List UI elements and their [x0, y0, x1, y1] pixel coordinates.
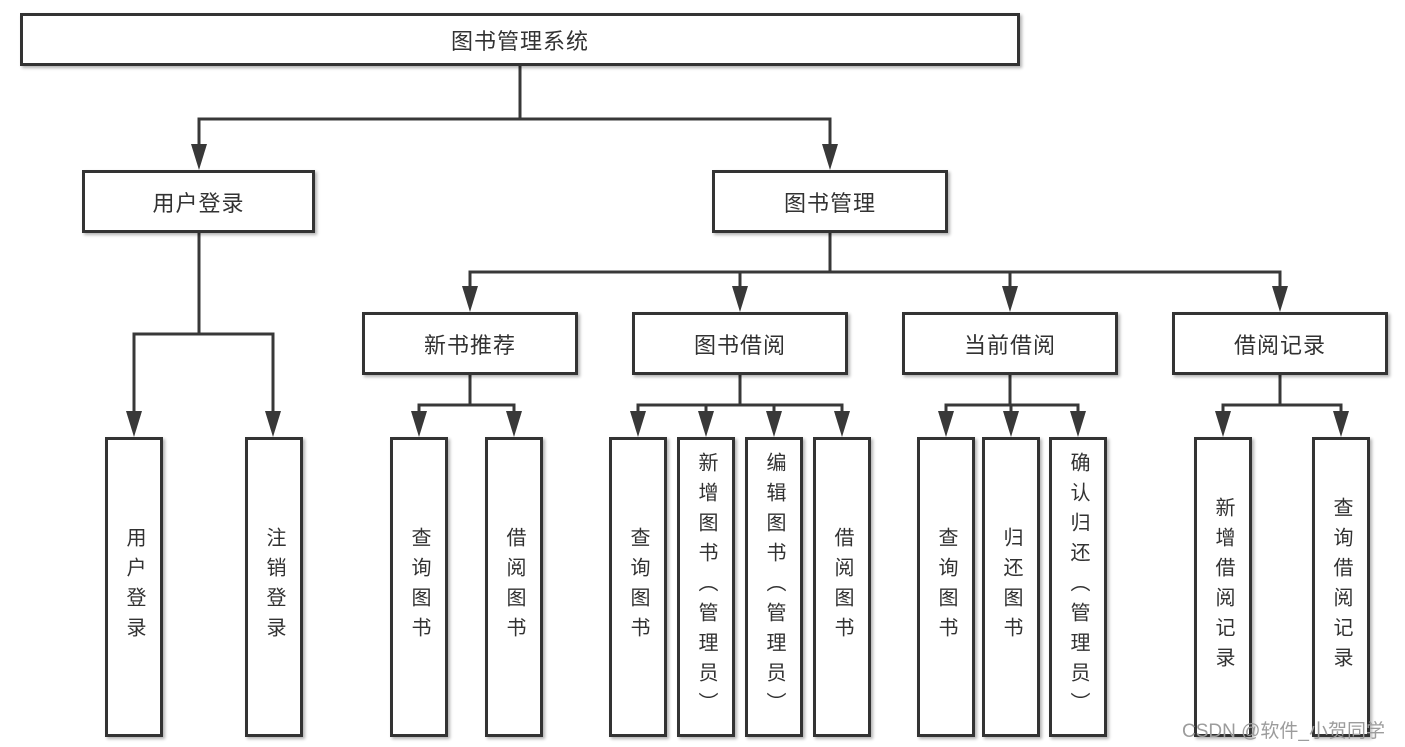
- node-label: 注销登录: [263, 527, 285, 647]
- node-label: 新书推荐: [423, 332, 516, 358]
- leaf-recommend-borrow-books: 借阅图书: [485, 437, 543, 737]
- connector-records-branch: [1215, 375, 1349, 437]
- node-label: 查询图书: [935, 527, 957, 647]
- leaf-current-query-books: 查询图书: [917, 437, 975, 737]
- node-label: 确认归还（管理员）: [1067, 452, 1089, 722]
- node-label: 图书管理系统: [450, 28, 589, 54]
- node-label: 查询图书: [408, 527, 430, 647]
- leaf-records-query-record: 查询借阅记录: [1312, 437, 1370, 737]
- node-label: 查询借阅记录: [1330, 497, 1352, 677]
- node-new-book-recommendation: 新书推荐: [362, 312, 578, 375]
- leaf-records-add-record: 新增借阅记录: [1194, 437, 1252, 737]
- connector-borrow-branch: [630, 375, 850, 437]
- node-label: 图书管理: [783, 190, 876, 216]
- node-label: 图书借阅: [693, 332, 786, 358]
- node-label: 新增借阅记录: [1212, 497, 1234, 677]
- leaf-recommend-query-books: 查询图书: [390, 437, 448, 737]
- csdn-watermark: CSDN @软件_小贺同学: [1182, 721, 1385, 742]
- connector-mgmt-to-level3: [462, 233, 1288, 312]
- leaf-borrow-add-books-admin: 新增图书（管理员）: [677, 437, 735, 737]
- connector-login-branch: [126, 233, 281, 437]
- node-label: 新增图书（管理员）: [695, 452, 717, 722]
- node-label: 用户登录: [123, 527, 145, 647]
- node-label: 借阅记录: [1233, 332, 1326, 358]
- node-label: 借阅图书: [503, 527, 525, 647]
- node-user-login: 用户登录: [82, 170, 315, 233]
- connector-current-branch: [938, 375, 1086, 437]
- node-label: 当前借阅: [963, 332, 1056, 358]
- node-book-management: 图书管理: [712, 170, 948, 233]
- connector-recommend-branch: [411, 375, 522, 437]
- leaf-current-return-books: 归还图书: [982, 437, 1040, 737]
- node-label: 用户登录: [152, 190, 245, 216]
- node-library-management-system: 图书管理系统: [20, 13, 1020, 66]
- leaf-logout: 注销登录: [245, 437, 303, 737]
- leaf-current-confirm-return-admin: 确认归还（管理员）: [1049, 437, 1107, 737]
- node-label: 编辑图书（管理员）: [763, 452, 785, 722]
- node-current-borrowing: 当前借阅: [902, 312, 1118, 375]
- node-label: 查询图书: [627, 527, 649, 647]
- connector-root-to-level2: [191, 66, 838, 170]
- node-book-borrowing: 图书借阅: [632, 312, 848, 375]
- leaf-borrow-query-books: 查询图书: [609, 437, 667, 737]
- leaf-user-login: 用户登录: [105, 437, 163, 737]
- leaf-borrow-edit-books-admin: 编辑图书（管理员）: [745, 437, 803, 737]
- node-label: 归还图书: [1000, 527, 1022, 647]
- node-borrowing-records: 借阅记录: [1172, 312, 1388, 375]
- leaf-borrow-borrow-books: 借阅图书: [813, 437, 871, 737]
- node-label: 借阅图书: [831, 527, 853, 647]
